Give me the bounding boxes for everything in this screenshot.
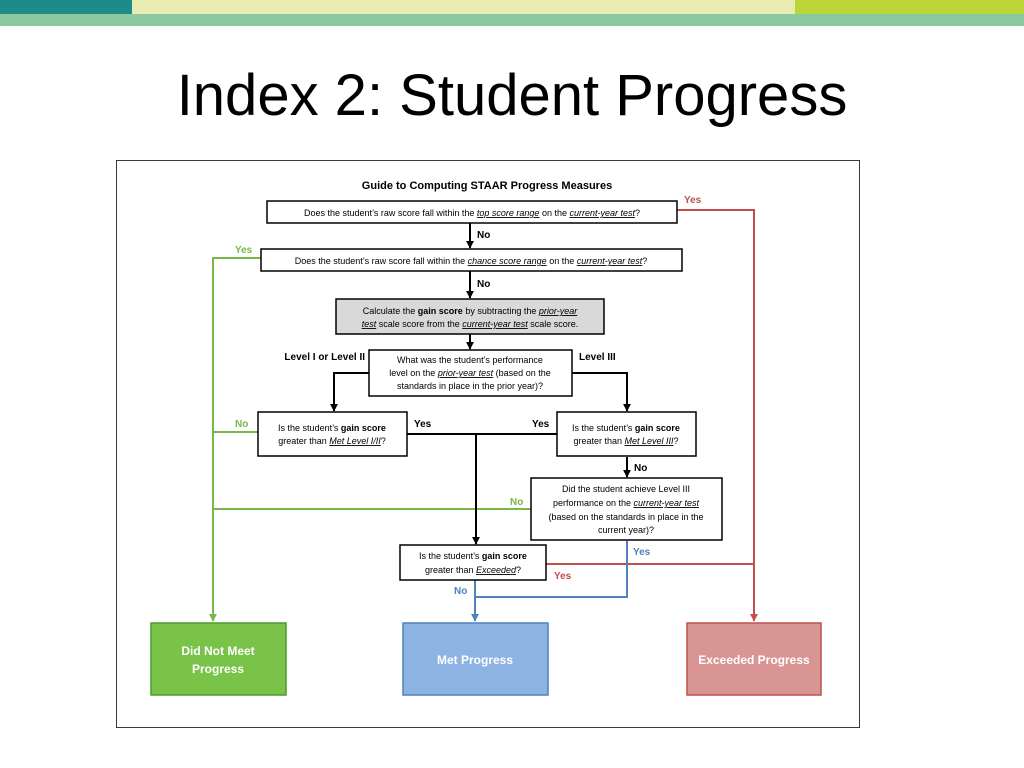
yes-label-met-level-3: Yes — [532, 419, 550, 430]
blue-connectors — [471, 541, 628, 622]
yes-label-met-level-1-2: Yes — [414, 419, 432, 430]
chance-score-question: Does the student’s raw score fall within… — [295, 256, 648, 266]
gain-met-level-1-2-line2: greater than Met Level I/II? — [278, 436, 386, 446]
calculate-gain-line2: test scale score from the current-year t… — [362, 319, 579, 329]
prior-level-line1: What was the student’s performance — [397, 355, 543, 365]
slide-title: Index 2: Student Progress — [176, 63, 848, 128]
gain-met-level-3-box — [556, 411, 697, 457]
exceeded-progress-label: Exceeded Progress — [698, 653, 810, 667]
header-bar-light — [132, 0, 795, 14]
black-connectors — [330, 223, 631, 545]
red-connectors — [546, 209, 758, 622]
top-score-question: Does the student’s raw score fall within… — [304, 208, 640, 218]
flowchart-title: Guide to Computing STAAR Progress Measur… — [362, 180, 612, 192]
met-progress-label: Met Progress — [437, 653, 513, 667]
met-progress-box — [402, 622, 549, 696]
prior-level-line3: standards in place in the prior year)? — [397, 381, 543, 391]
gain-exceeded-box — [399, 544, 547, 581]
gain-met-level-3-line1: Is the student’s gain score — [572, 423, 680, 433]
yes-label-top-score: Yes — [684, 195, 702, 206]
did-not-meet-line2: Progress — [192, 662, 244, 676]
no-label-met-level-3: No — [634, 463, 647, 474]
flowchart: Guide to Computing STAAR Progress Measur… — [150, 180, 822, 696]
prior-level-question-box — [368, 349, 573, 397]
no-label-q2: No — [477, 279, 490, 290]
yes-label-exceeded: Yes — [554, 571, 572, 582]
achieve-level-3-line3: (based on the standards in place in the — [548, 512, 703, 522]
achieve-level-3-line2: performance on the current-year test — [553, 498, 700, 508]
header-band — [0, 14, 1024, 26]
gain-exceeded-line1: Is the student’s gain score — [419, 551, 527, 561]
level-3-label: Level III — [579, 352, 616, 363]
gain-met-level-1-2-box — [257, 411, 408, 457]
header-bar-lime — [795, 0, 1024, 14]
gain-exceeded-line2: greater than Exceeded? — [425, 565, 521, 575]
calculate-gain-box — [335, 298, 605, 335]
no-label-met-level-1-2: No — [235, 419, 248, 430]
no-label-exceeded: No — [454, 586, 467, 597]
did-not-meet-progress-box — [150, 622, 287, 696]
no-label-q1: No — [477, 230, 490, 241]
achieve-level-3-line1: Did the student achieve Level III — [562, 484, 690, 494]
flowchart-frame: Guide to Computing STAAR Progress Measur… — [116, 160, 860, 728]
green-connectors — [209, 257, 531, 622]
yes-label-chance-score: Yes — [235, 245, 253, 256]
no-label-achieve-level-3: No — [510, 497, 523, 508]
achieve-level-3-line4: current year)? — [598, 525, 654, 535]
chance-score-question-box — [260, 248, 683, 272]
yes-label-achieve-level-3: Yes — [633, 547, 651, 558]
top-score-question-box — [266, 200, 678, 224]
gain-met-level-1-2-line1: Is the student’s gain score — [278, 423, 386, 433]
level-1-2-label: Level I or Level II — [284, 352, 365, 363]
header-bar-teal — [0, 0, 132, 14]
exceeded-progress-box — [686, 622, 822, 696]
prior-level-line2: level on the prior-year test (based on t… — [389, 368, 550, 378]
did-not-meet-line1: Did Not Meet — [181, 644, 254, 658]
calculate-gain-line1: Calculate the gain score by subtracting … — [363, 306, 578, 316]
achieve-level-3-box — [530, 477, 723, 541]
gain-met-level-3-line2: greater than Met Level III? — [573, 436, 678, 446]
